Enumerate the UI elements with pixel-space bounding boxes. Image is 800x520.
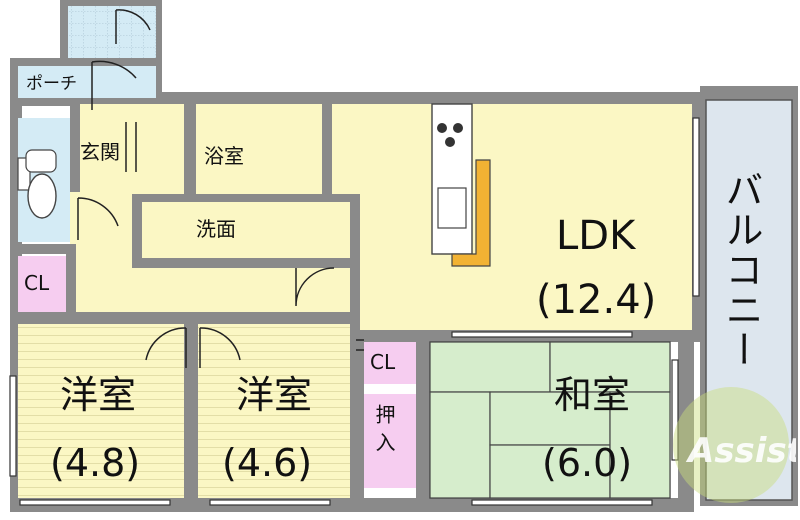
kitchen-bar-counter [451,159,491,267]
western2-size-label: (4.6) [222,441,313,485]
toilet-bowl [27,173,57,219]
assist-logo: Assist [673,387,796,503]
kitchen-sink [437,187,467,229]
doors [77,9,364,368]
porch-floor [18,66,156,98]
stove-burner [453,123,463,133]
closet-center-label: CL [370,350,396,374]
closet-left-label: CL [24,271,50,295]
porch-label: ポーチ [26,74,77,94]
toilet-sink [25,149,57,173]
storage-label: 押入 [372,404,396,460]
japanese-size-label: (6.0) [542,441,633,485]
western2-floor [198,324,350,498]
svg-text:Assist: Assist [685,431,796,471]
tatami-mats [429,341,671,499]
ldk-size-label: (12.4) [536,277,657,323]
western1-size-label: (4.8) [50,441,141,485]
closet-left-floor [18,256,66,314]
stove-burner [437,123,447,133]
western1-name-label: 洋室 [60,373,137,417]
bath-label: 浴室 [204,144,244,168]
japanese-name-label: 和室 [554,373,631,417]
balcony-label: バルコニー [719,170,763,370]
ldk-name-label: LDK [556,213,636,259]
storage-floor [364,394,416,488]
balcony-floor [705,99,793,501]
porch-top-floor [68,6,156,58]
closet-center-floor [364,342,416,384]
ldk-floor-upper [330,104,692,330]
entrance-label: 玄関 [80,140,120,164]
stove-burner [445,137,455,147]
western1-floor [18,324,184,498]
windows [9,117,700,506]
washroom-label: 洗面 [196,217,236,241]
western2-name-label: 洋室 [236,373,313,417]
